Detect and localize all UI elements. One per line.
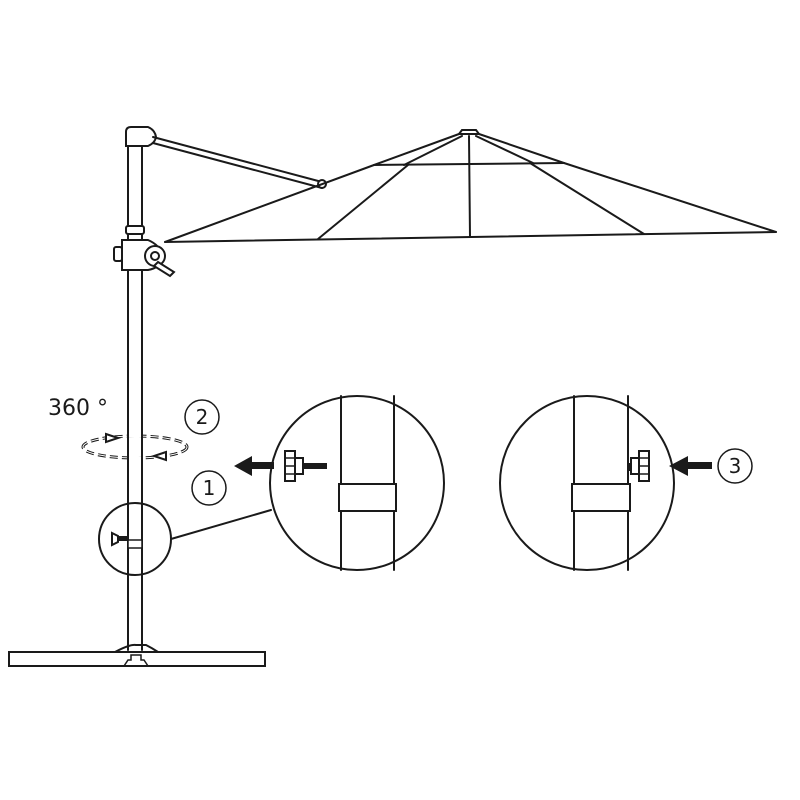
step-3-circle (717, 448, 753, 484)
support-strut (152, 136, 327, 189)
step-2-circle (184, 399, 220, 435)
arrow-out-icon (234, 456, 274, 476)
rotation-arrows-icon (81, 424, 189, 471)
detail-view-loosen (234, 395, 445, 571)
detail-view-tighten (499, 395, 712, 571)
canopy (164, 129, 777, 243)
arrow-in-icon (669, 456, 712, 476)
step-1-circle (191, 470, 227, 506)
crank-hub (113, 239, 176, 278)
step-2-number: 2 (195, 405, 209, 429)
step-1-number: 1 (202, 476, 216, 500)
rotation-label: 360 ° (48, 396, 108, 421)
step-3-number: 3 (728, 454, 742, 478)
detail-marker-circle (98, 502, 272, 576)
knob-icon (628, 450, 650, 482)
knob-icon (284, 450, 327, 482)
cross-base (8, 643, 266, 667)
